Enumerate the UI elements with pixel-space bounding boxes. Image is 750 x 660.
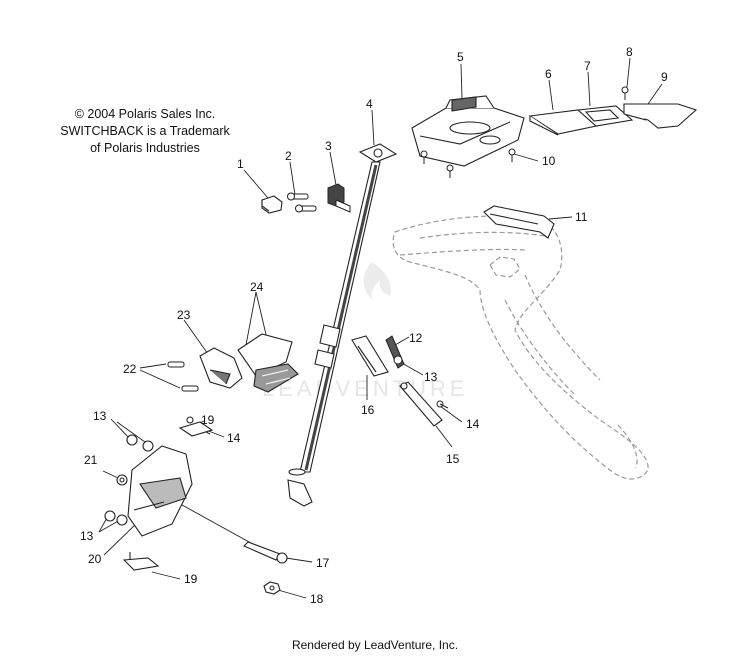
watermark: LEADVENTURE	[262, 262, 469, 401]
copyright-line-3: of Polaris Industries	[90, 141, 200, 155]
callout-19-upper: 19	[201, 413, 215, 427]
callout-14-right: 14	[466, 417, 480, 431]
callout-6: 6	[545, 67, 552, 81]
copyright-notice: © 2004 Polaris Sales Inc. SWITCHBACK is …	[55, 106, 235, 157]
part-21-nut	[116, 474, 128, 486]
callout-22: 22	[123, 362, 137, 376]
part-24-guard	[237, 333, 299, 393]
part-16-plate	[351, 335, 389, 377]
part-1-clamp	[261, 195, 283, 214]
callout-5: 5	[457, 50, 464, 64]
copyright-line-2: SWITCHBACK is a Trademark	[60, 124, 230, 138]
callout-19-lower: 19	[184, 572, 198, 586]
part-7-cover	[576, 105, 634, 127]
part-2-screws	[287, 192, 317, 213]
part-10-screws	[420, 148, 516, 178]
watermark-text: LEADVENTURE	[262, 376, 469, 401]
callout-11: 11	[575, 210, 588, 224]
part-20-mount	[127, 445, 193, 537]
callout-13-left: 13	[93, 409, 107, 423]
part-17-tie-rod-end	[243, 541, 288, 564]
copyright-line-1: © 2004 Polaris Sales Inc.	[74, 107, 216, 121]
callout-10: 10	[542, 154, 556, 168]
callout-7: 7	[584, 59, 591, 73]
handlebar-outline	[392, 215, 649, 480]
callout-12: 12	[409, 331, 423, 345]
callout-21: 21	[84, 453, 98, 467]
callout-13-upper: 13	[424, 370, 438, 384]
callout-24: 24	[250, 280, 264, 294]
part-11-clamp	[483, 205, 555, 239]
callout-13-lower: 13	[80, 529, 94, 543]
callout-16: 16	[361, 403, 375, 417]
part-18-nut	[263, 581, 281, 595]
part-8-screw	[621, 86, 629, 100]
part-4-steering-post	[287, 143, 398, 507]
callout-15: 15	[446, 452, 460, 466]
callout-8: 8	[626, 45, 633, 59]
callout-1: 1	[237, 157, 244, 171]
part-19-plate	[122, 416, 214, 571]
part-15-link	[399, 381, 443, 427]
part-9-bracket	[623, 103, 698, 129]
callout-4: 4	[366, 97, 373, 111]
leader-lines	[98, 57, 663, 599]
part-23-bracket	[199, 347, 243, 389]
part-3-switch	[327, 183, 351, 213]
part-13-nuts	[104, 434, 154, 526]
callout-14-left: 14	[227, 431, 241, 445]
callout-3: 3	[325, 139, 332, 153]
callout-23: 23	[177, 308, 191, 322]
part-5-pod	[411, 95, 525, 167]
callout-17: 17	[316, 556, 330, 570]
callout-2: 2	[285, 149, 292, 163]
footer-credit: Rendered by LeadVenture, Inc.	[291, 638, 459, 652]
part-22-bolts	[167, 361, 199, 392]
callout-20: 20	[88, 552, 102, 566]
callout-9: 9	[661, 70, 668, 84]
callout-18: 18	[310, 592, 324, 606]
part-13-nut	[393, 355, 403, 365]
callout-labels: 1 2 3 4 5 6 7 8 9 10 11 12 13 13 13 14 1…	[80, 45, 668, 606]
